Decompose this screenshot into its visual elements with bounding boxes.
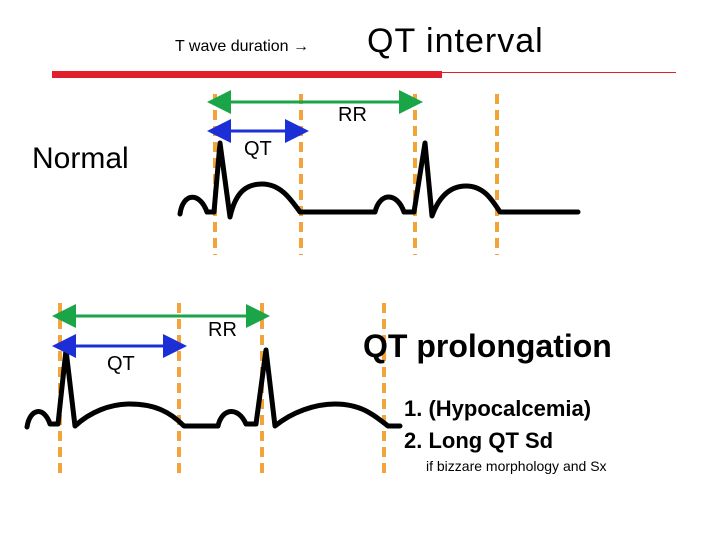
prolonged-qt-label: QT (107, 353, 135, 375)
normal-qt-label: QT (244, 138, 272, 160)
prolonged-ecg-trace (24, 347, 403, 430)
page-title: QT interval (367, 22, 544, 60)
normal-ecg-trace (177, 140, 581, 220)
title-underline-thin (440, 72, 676, 73)
prolonged-rr-label: RR (208, 319, 237, 341)
cause-item-2: 2. Long QT Sd (404, 428, 554, 453)
qt-prolongation-heading: QT prolongation (363, 328, 612, 364)
normal-label: Normal (32, 142, 129, 175)
normal-rr-label: RR (338, 104, 367, 126)
title-underline-thick (52, 71, 442, 78)
title-prefix: T wave duration → (175, 38, 309, 55)
footnote: if bizzare morphology and Sx (426, 458, 607, 474)
cause-item-1: 1. (Hypocalcemia) (404, 396, 592, 421)
